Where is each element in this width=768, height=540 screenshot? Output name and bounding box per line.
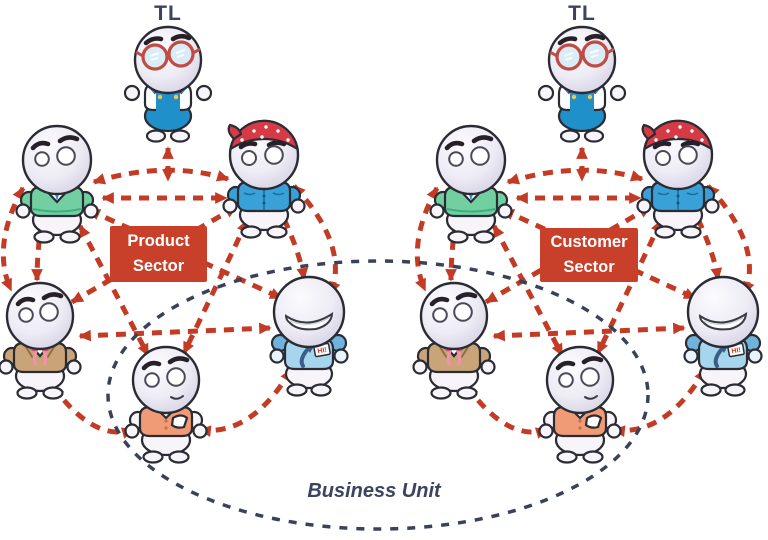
member-hi-badge: HI! — [269, 275, 349, 397]
arrow-green-tan-arc — [0, 186, 26, 292]
member-orange-vest — [124, 345, 208, 464]
business-unit-label: Business Unit — [307, 480, 441, 502]
customer-sector-box: Customer Sector — [540, 228, 638, 282]
team-cluster-left: HI! — [0, 25, 349, 464]
hi-badge-text: HI! — [317, 347, 327, 356]
business-unit-ellipse — [106, 259, 650, 531]
arrow-green-orange-diagonal — [77, 224, 151, 357]
member-red-bandana — [222, 119, 306, 239]
team-lead-label-right: TL — [568, 2, 596, 25]
arrow-tan-orange-arc — [50, 384, 135, 439]
arrow-hi-orange-arc — [198, 368, 294, 438]
product-sector-box: Product Sector — [110, 226, 207, 282]
member-green-vest — [15, 124, 99, 244]
polka-dot-bandana — [227, 119, 300, 152]
member-tan-jacket — [0, 281, 82, 400]
arrow-tan-hi-line — [78, 322, 272, 342]
arrow-bandana-orange-diagonal — [181, 219, 250, 355]
red-glasses — [135, 40, 201, 71]
white-pocket — [170, 414, 189, 429]
team-lead-label-left: TL — [154, 2, 182, 25]
big-grin — [284, 312, 334, 331]
arrow-green-bandana-arc — [92, 167, 230, 185]
arrow-bandana-hi-arc — [292, 184, 341, 295]
team-leader-red-glasses — [123, 25, 213, 143]
